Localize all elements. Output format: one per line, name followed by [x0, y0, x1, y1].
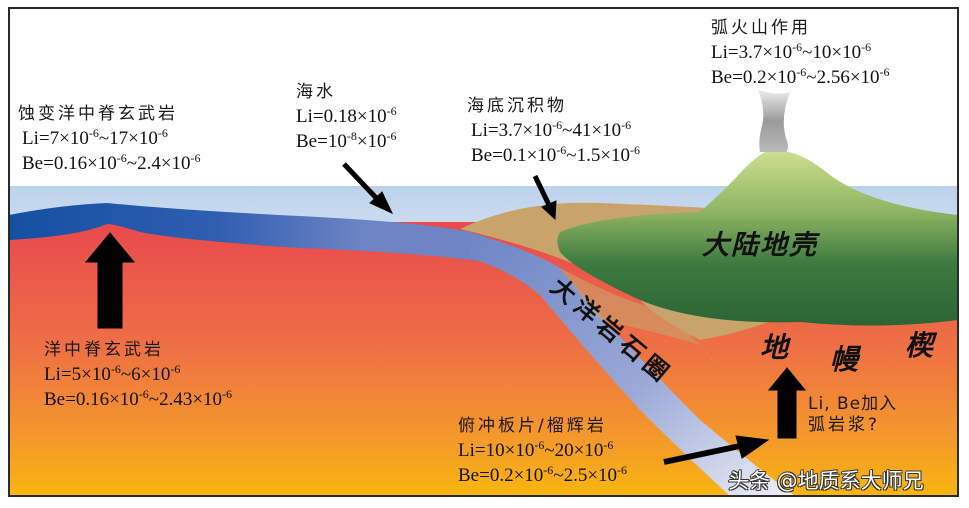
arc-magma-line1: Li, Be加入 — [808, 394, 898, 414]
arc-volcanism-li: Li=3.7×10-6~10×10-6 — [711, 40, 872, 63]
watermark: 头条 @地质系大师兄 — [728, 469, 924, 493]
mantle-wedge-arrow — [767, 367, 807, 439]
seawater-arrow-shaft — [342, 162, 382, 204]
subducting-slab — [470, 232, 795, 496]
arc-volcanism-be: Be=0.2×10-6~2.56×10-6 — [711, 65, 890, 88]
seafloor-sediment-label: 海底沉积物 Li=3.7×10-6~41×10-6 Be=0.1×10-6~1.… — [467, 96, 641, 166]
slab-sediment-veneer — [560, 268, 720, 370]
seawater-be: Be=10-8×10-6 — [296, 129, 397, 152]
morb-upwelling-arrow — [84, 232, 136, 329]
volcanic-plume — [758, 90, 790, 152]
seafloor-sediment-li: Li=3.7×10-6~41×10-6 — [471, 118, 632, 141]
arrows — [84, 162, 807, 465]
altered-morb-li: Li=7×10-6~17×10-6 — [22, 126, 168, 149]
morb-li: Li=5×10-6~6×10-6 — [44, 362, 181, 385]
oceanic-crust — [9, 203, 600, 330]
continental-crust-label: 大陆地壳 — [702, 230, 818, 261]
mantle-wedge-char-3: 楔 — [905, 329, 934, 362]
seawater-arrow-head — [369, 191, 394, 215]
seawater-title: 海水 — [296, 82, 336, 102]
slab-eclogite-be: Be=0.2×10-6~2.5×10-6 — [458, 463, 628, 486]
mantle-wedge-char-1: 地 — [760, 331, 789, 364]
slab-eclogite-li: Li=10×10-6~20×10-6 — [458, 438, 614, 461]
slab-arrow-shaft — [663, 443, 741, 465]
arc-volcanism-label: 弧火山作用 Li=3.7×10-6~10×10-6 Be=0.2×10-6~2.… — [711, 18, 890, 88]
arc-magma-line2: 弧岩浆? — [808, 415, 881, 435]
seafloor-sediment-title: 海底沉积物 — [467, 96, 567, 116]
sediment-arrow-head — [541, 200, 557, 221]
frame-border — [8, 7, 959, 497]
morb-be: Be=0.16×10-6~2.43×10-6 — [44, 387, 233, 410]
altered-morb-title: 蚀变洋中脊玄武岩 — [18, 104, 178, 124]
seawater-label: 海水 Li=0.18×10-6 Be=10-8×10-6 — [296, 82, 397, 152]
seafloor-sediment-be: Be=0.1×10-6~1.5×10-6 — [471, 143, 641, 166]
morb-title: 洋中脊玄武岩 — [44, 340, 164, 360]
slab-arrow-head — [735, 435, 770, 459]
continental-crust — [557, 149, 958, 326]
altered-morb-label: 蚀变洋中脊玄武岩 Li=7×10-6~17×10-6 Be=0.16×10-6~… — [18, 104, 201, 174]
slab-eclogite-title: 俯冲板片/榴辉岩 — [458, 416, 607, 436]
sediment-arrow-shaft — [532, 174, 552, 207]
arc-magma-question-label: Li, Be加入 弧岩浆? — [808, 396, 897, 434]
seawater-li: Li=0.18×10-6 — [296, 104, 397, 127]
altered-morb-be: Be=0.16×10-6~2.4×10-6 — [22, 151, 201, 174]
morb-label: 洋中脊玄武岩 Li=5×10-6~6×10-6 Be=0.16×10-6~2.4… — [44, 340, 233, 410]
arc-volcanism-title: 弧火山作用 — [711, 18, 811, 38]
slab-eclogite-label: 俯冲板片/榴辉岩 Li=10×10-6~20×10-6 Be=0.2×10-6~… — [458, 416, 628, 486]
mantle-wedge-char-2: 幔 — [830, 343, 859, 376]
